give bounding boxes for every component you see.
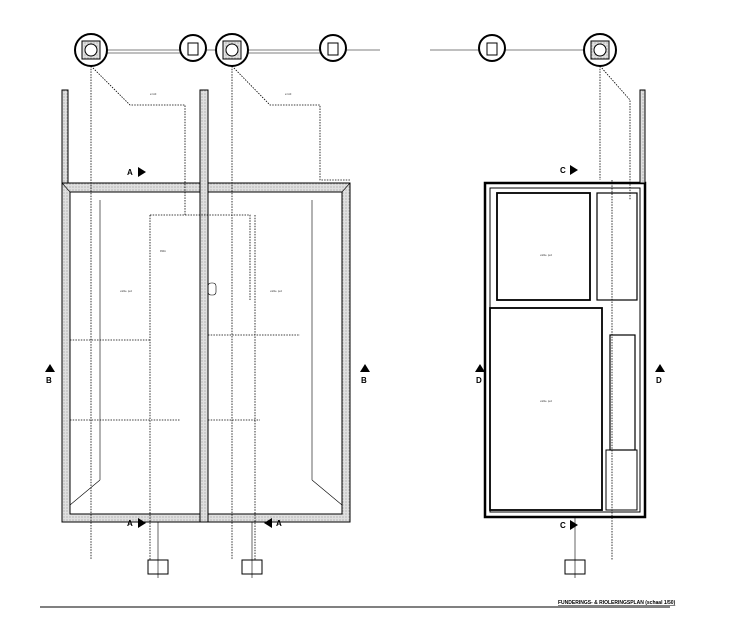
manhole-icon [215,33,249,67]
manhole-icon [583,33,617,67]
annotation-text: ø 110 [285,93,292,96]
manholes [74,33,617,67]
inspection-pit-icon [179,34,207,62]
annotation-text: ø 110 [150,93,157,96]
svg-text:C: C [560,166,566,175]
svg-text:B: B [46,376,52,385]
section-marker-c: C [560,165,578,175]
right-building-plan: vuilbe. peil vuilbe. peil [483,65,647,560]
svg-text:D: D [476,376,482,385]
left-building-plan: DWA vuilbe. peil vuilbe. peil ø 110 ø 11… [61,65,351,560]
annotation-text: vuilbe. peil [540,254,552,257]
manhole-icon [74,33,108,67]
annotation-text: vuilbe. peil [120,290,132,293]
svg-text:B: B [361,376,367,385]
svg-text:D: D [656,376,662,385]
section-marker-d: D [475,364,485,385]
svg-text:A: A [276,519,282,528]
section-marker-b: B [45,364,55,385]
annotation-text: DWA [160,250,166,253]
annotation-text: vuilbe. peil [270,290,282,293]
svg-text:A: A [127,519,133,528]
section-marker-a: A [264,518,282,528]
section-marker-a: A [127,518,146,528]
section-marker-b: B [360,364,370,385]
inspection-pit-icon [478,34,506,62]
svg-text:C: C [560,521,566,530]
svg-text:A: A [127,168,133,177]
section-markers: A A A B B C C D D [45,165,665,530]
section-marker-c: C [560,520,578,530]
sewer-connections [147,517,586,578]
section-marker-d: D [655,364,665,385]
section-marker-a: A [127,167,146,177]
inspection-pit-icon [319,34,347,62]
sheet-title: FUNDERINGS- & RIOLERINGSPLAN (schaal 1/5… [558,600,676,606]
annotation-text: vuilbe. peil [540,400,552,403]
